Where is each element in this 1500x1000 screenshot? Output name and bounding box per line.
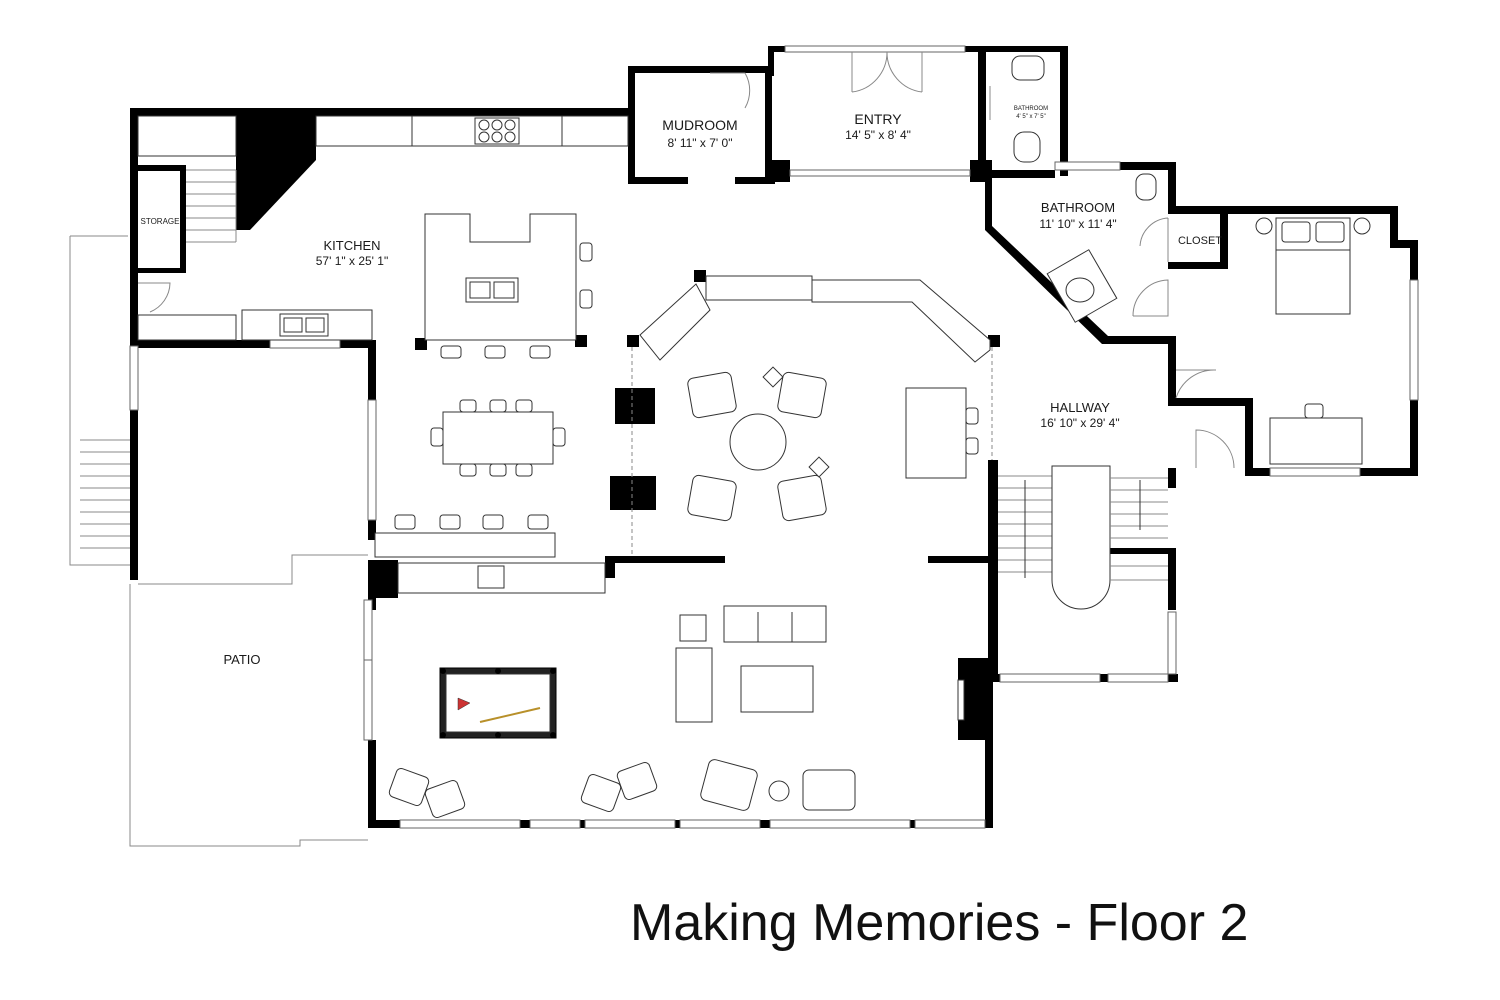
bathroom-label: BATHROOM <box>1041 200 1115 215</box>
island-sink-icon <box>465 277 519 303</box>
armchairs <box>388 759 856 819</box>
island-stools <box>440 242 593 359</box>
door-swings <box>138 51 1235 469</box>
small-bathroom-dims: 4' 5" x 7' 5" <box>1016 114 1046 120</box>
sofa <box>723 605 827 643</box>
interior-lines <box>69 51 1371 847</box>
closet-label: CLOSET <box>1178 235 1222 247</box>
cooktop-icon <box>474 117 520 145</box>
small-bathroom-label: BATHROOM <box>1014 106 1048 112</box>
bar-stools <box>394 514 549 530</box>
bathroom-dims: 11' 10" x 11' 4" <box>1039 217 1116 231</box>
bed <box>1255 217 1371 315</box>
patio-label: PATIO <box>223 652 260 667</box>
kitchen-dims: 57' 1" x 25' 1" <box>316 254 388 268</box>
entry-label: ENTRY <box>854 111 902 127</box>
dining-table <box>430 399 566 477</box>
pool-table-icon <box>439 667 557 739</box>
mudroom-dims: 8' 11" x 7' 0" <box>668 136 733 150</box>
plan-title: Making Memories - Floor 2 <box>630 894 1248 952</box>
mudroom-label: MUDROOM <box>662 117 737 133</box>
stairs-top-left <box>186 169 237 243</box>
bar-sink-icon <box>477 565 505 589</box>
lounge-chairs <box>687 366 830 522</box>
bathroom-fixtures <box>1011 55 1157 323</box>
kitchen-label: KITCHEN <box>323 238 380 253</box>
storage-label: STORAGE <box>141 217 180 226</box>
stairs-hallway <box>998 465 1168 610</box>
hallway-label: HALLWAY <box>1050 400 1110 415</box>
hallway-dims: 16' 10" x 29' 4" <box>1040 416 1119 430</box>
entry-dims: 14' 5" x 8' 4" <box>845 128 911 142</box>
kitchen-sink-icon <box>279 313 329 337</box>
room-labels: MUDROOM 8' 11" x 7' 0" ENTRY 14' 5" x 8'… <box>141 106 1223 667</box>
windows <box>129 45 1419 829</box>
